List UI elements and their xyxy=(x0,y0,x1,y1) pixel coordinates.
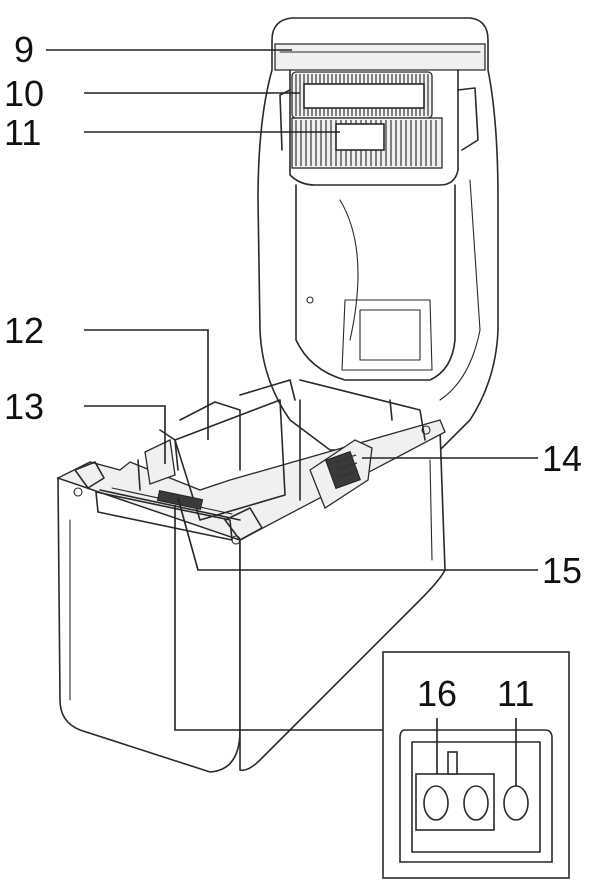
sensor-lens-right xyxy=(463,785,489,821)
platen-roller xyxy=(291,71,433,119)
printer-base xyxy=(56,379,446,773)
callout-10: 10 xyxy=(4,73,44,114)
leader-13 xyxy=(84,405,166,464)
sensor-lens-left xyxy=(423,785,449,821)
callout-14: 14 xyxy=(542,438,582,479)
callout-labels: 9 10 11 12 13 14 15 16 11 xyxy=(4,29,582,714)
release-lever xyxy=(325,450,361,490)
sensor-lens-head xyxy=(503,785,529,821)
callout-11-inset: 11 xyxy=(497,673,534,714)
sensor-detail-inset xyxy=(382,651,570,879)
callout-12: 12 xyxy=(4,310,44,351)
callout-9: 9 xyxy=(14,29,34,70)
leader-lines xyxy=(46,49,538,786)
callout-11: 11 xyxy=(4,112,41,153)
callout-13: 13 xyxy=(4,386,44,427)
leader-15 xyxy=(177,497,538,571)
leader-16 xyxy=(174,505,383,731)
callout-16: 16 xyxy=(417,673,457,714)
callout-15: 15 xyxy=(542,550,582,591)
leader-12 xyxy=(84,329,209,440)
print-head xyxy=(291,117,443,169)
